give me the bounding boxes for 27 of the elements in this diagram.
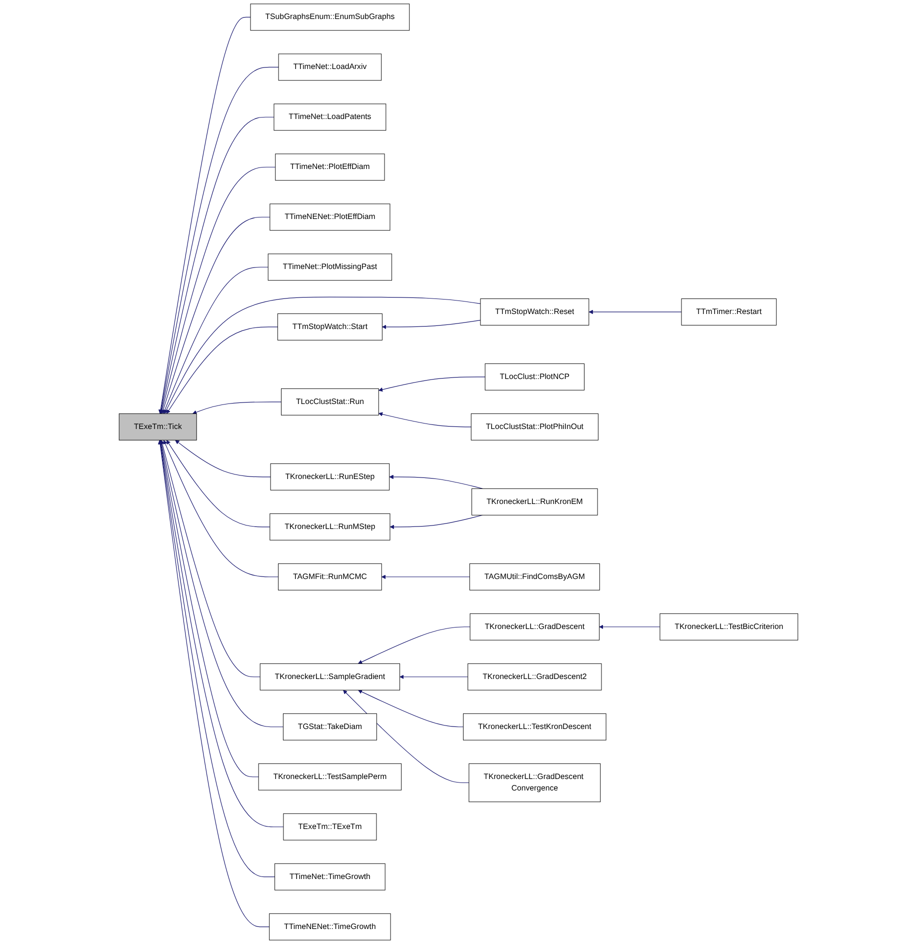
arrow — [159, 116, 274, 414]
arrow — [599, 624, 660, 630]
arrow — [175, 440, 271, 478]
arrow — [160, 166, 276, 414]
arrow — [390, 514, 483, 530]
arrow — [381, 574, 470, 580]
arrow — [158, 66, 279, 414]
arrow — [163, 440, 279, 578]
arrow — [158, 16, 251, 414]
arrow — [160, 440, 260, 678]
arrow — [400, 674, 468, 680]
arrow — [158, 440, 284, 828]
arrow — [162, 266, 268, 414]
arrow — [382, 320, 481, 330]
arrow — [166, 440, 270, 528]
arrow — [389, 474, 483, 489]
arrow — [588, 310, 682, 314]
arrow — [161, 216, 270, 414]
arrow — [358, 626, 470, 664]
arrow — [192, 402, 282, 414]
arrow — [378, 412, 472, 428]
arrow — [358, 690, 464, 728]
arrow — [164, 296, 481, 414]
arrow — [343, 690, 470, 784]
arrow — [166, 326, 278, 414]
arrow — [159, 440, 284, 728]
arrow — [378, 376, 486, 392]
